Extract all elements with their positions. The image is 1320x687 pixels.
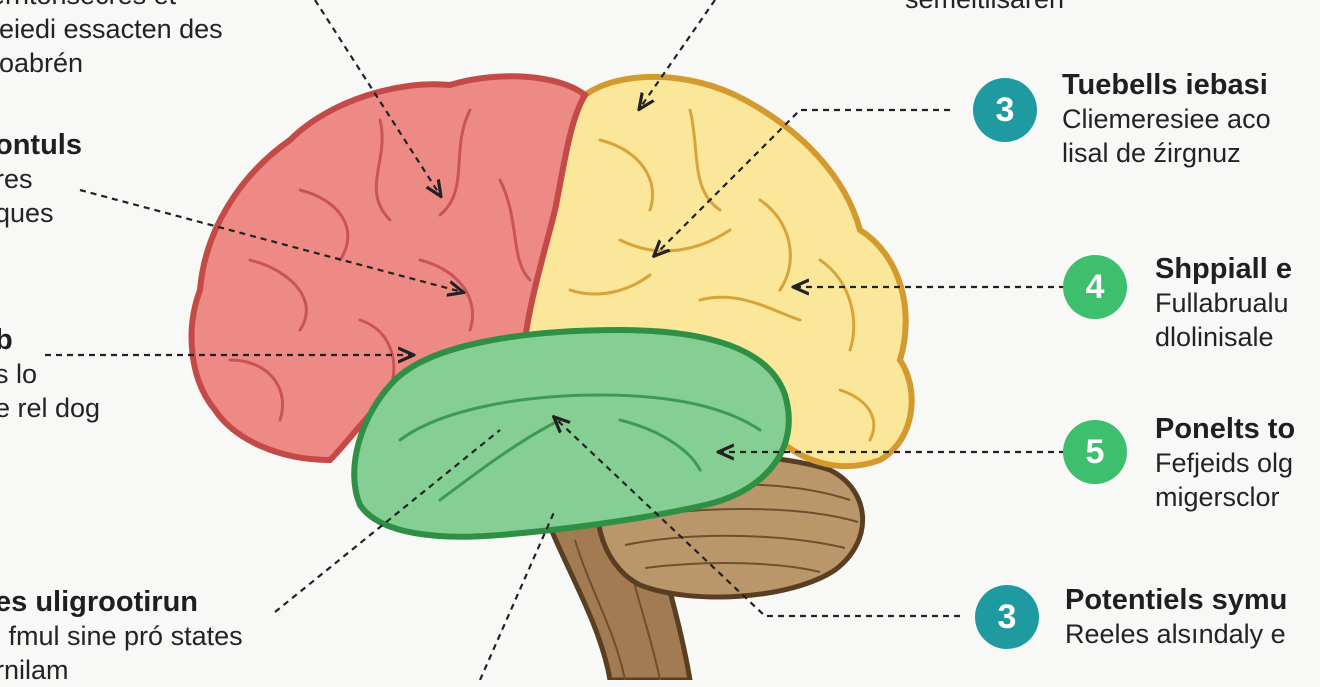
right-label-4: Potentiels symu Reeles alsındaly e xyxy=(1065,583,1287,651)
left-label-2-title: ontuls xyxy=(0,129,82,161)
right-label-1-line: Cliemeresiee aco xyxy=(1062,104,1271,134)
left-label-2-line: ques xyxy=(0,198,54,228)
left-label-4-line: i fmul sine pró states xyxy=(0,621,243,651)
left-label-2-line: res xyxy=(0,164,33,194)
right-label-2-title: Shppiall e xyxy=(1155,253,1292,285)
left-label-3-title: b xyxy=(0,324,13,356)
right-label-2-line: Fullabrualu xyxy=(1155,288,1289,318)
number-badge: 4 xyxy=(1063,255,1127,319)
right-label-2-line: dlolinisale xyxy=(1155,322,1274,352)
left-label-1-line: reiedi essacten des xyxy=(0,14,223,44)
number-badge: 3 xyxy=(973,78,1037,142)
temporal-lobe xyxy=(351,326,792,540)
right-label-4-line: Reeles alsındaly e xyxy=(1065,619,1286,649)
right-label-3: Ponelts to Fefjeids olg migersclor xyxy=(1155,412,1295,514)
number-badge: 3 xyxy=(975,585,1039,649)
right-label-1-title: Tuebells iebasi xyxy=(1062,69,1268,101)
right-label-1: Tuebells iebasi Cliemeresiee aco lisal d… xyxy=(1062,68,1271,170)
left-label-1-line: roabrén xyxy=(0,48,84,78)
leader-lines xyxy=(45,0,1065,680)
right-label-3-line: migersclor xyxy=(1155,482,1280,512)
right-label-2: Shppiall e Fullabrualu dlolinisale xyxy=(1155,252,1292,354)
left-label-4-title: es uligrootirun xyxy=(0,586,198,618)
frontal-lobe xyxy=(188,73,589,464)
left-label-3-line: e rel dog xyxy=(0,393,101,423)
left-label-1-line: erntonsecres et xyxy=(0,0,223,12)
left-label-4-line: rnilam xyxy=(0,655,69,685)
right-label-3-line: Fefjeids olg xyxy=(1155,448,1294,478)
left-label-1: erntonsecres et reiedi essacten des roab… xyxy=(0,0,223,80)
left-label-4: es uligrootirun i fmul sine pró states r… xyxy=(0,585,243,687)
left-label-3-line: s lo xyxy=(0,359,38,389)
right-label-4-title: Potentiels symu xyxy=(1065,584,1288,616)
top-label: semeitlisaren xyxy=(905,0,1064,16)
number-badge: 5 xyxy=(1063,420,1127,484)
left-label-2: ontuls res ques xyxy=(0,128,82,230)
right-label-1-line: lisal de źirgnuz xyxy=(1062,138,1241,168)
right-label-3-title: Ponelts to xyxy=(1155,413,1296,445)
left-label-3: b s lo e rel dog xyxy=(0,323,100,425)
